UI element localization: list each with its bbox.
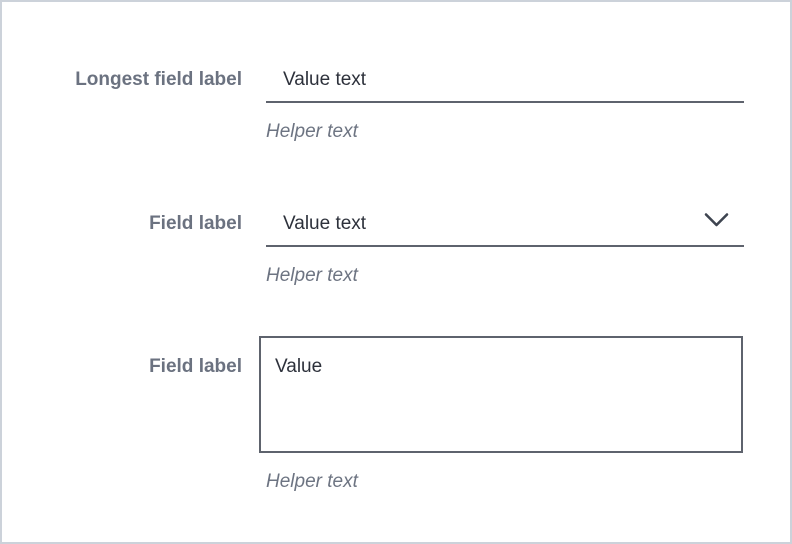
helper-text: Helper text [266, 471, 358, 492]
field-row-textarea: Field label Value Helper text [26, 336, 744, 495]
chevron-down-icon [704, 211, 729, 228]
textarea-value: Value [275, 356, 323, 377]
field-control: Value Helper text [259, 336, 744, 495]
field-label: Field label [149, 213, 242, 234]
helper-text: Helper text [266, 121, 358, 142]
helper-text: Helper text [266, 265, 358, 286]
textarea-input[interactable]: Value [259, 336, 743, 453]
field-control: Value text Helper text [266, 204, 744, 289]
field-label: Longest field label [75, 69, 242, 90]
field-label: Field label [149, 356, 242, 377]
select-input[interactable]: Value text [266, 204, 744, 247]
text-input-value: Value text [283, 69, 367, 90]
field-row-text-input: Longest field label Value text Helper te… [26, 60, 744, 145]
field-row-select: Field label Value text Helper text [26, 204, 744, 289]
text-input[interactable]: Value text [266, 60, 744, 103]
field-control: Value text Helper text [266, 60, 744, 145]
select-value: Value text [283, 213, 367, 234]
